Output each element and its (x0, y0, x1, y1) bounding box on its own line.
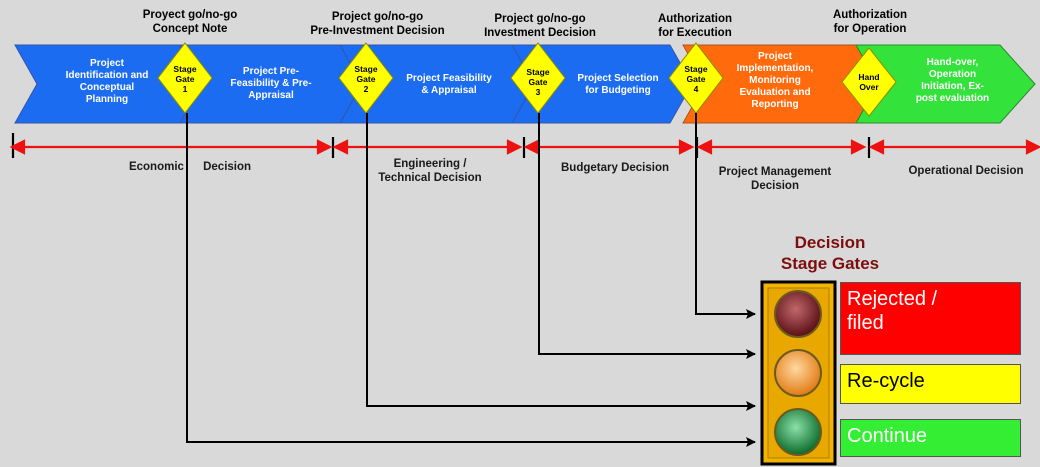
header-pre-investment: Project go/no-go Pre-Investment Decision (310, 11, 445, 37)
connector-gate-1 (186, 113, 756, 447)
green-light (774, 408, 822, 456)
phase-label-6: Hand-over, Operation Initiation, Ex- pos… (915, 57, 990, 104)
phase-label-5: Project Implementation, Monitoring Evalu… (736, 51, 814, 110)
phase-label-4: Project Selection for Budgeting (577, 73, 659, 96)
gate-connectors (186, 113, 756, 447)
decision-engineering: Engineering / Technical Decision (378, 158, 482, 184)
connector-gate-2 (366, 113, 756, 411)
stage-gate-1-diamond (157, 42, 213, 114)
stage-gate-4-label: Stage Gate 4 (684, 64, 708, 94)
legend-title: Decision Stage Gates (780, 233, 880, 273)
header-authorization-execution: Authorization for Execution (657, 13, 733, 39)
header-investment: Project go/no-go Investment Decision (484, 13, 596, 39)
red-light (774, 290, 822, 338)
decision-budgetary: Budgetary Decision (561, 162, 669, 174)
header-authorization-operation: Authorization for Operation (832, 9, 908, 35)
decision-economic: Economic Decision (128, 161, 252, 173)
header-concept-note: Proyect go/no-go Concept Note (142, 9, 238, 35)
connector-gate-3 (538, 113, 756, 359)
amber-light (774, 349, 822, 397)
traffic-light (760, 280, 837, 466)
outcome-continue: Continue (840, 419, 1021, 457)
stage-gate-2-label: Stage Gate 2 (354, 64, 378, 94)
connector-gate-4 (695, 113, 756, 319)
stage-gate-1-label: Stage Gate 1 (173, 64, 197, 94)
decision-operational: Operational Decision (908, 165, 1024, 177)
phase-label-1: Project Identification and Conceptual Pl… (65, 58, 149, 105)
phase-label-3: Project Feasibility & Appraisal (406, 73, 492, 96)
outcome-recycle: Re-cycle (840, 364, 1021, 404)
decision-span-arrows (9, 133, 1040, 158)
hand-over-diamond (841, 47, 897, 117)
decision-project-management: Project Management Decision (718, 166, 832, 192)
phase-label-2: Project Pre- Feasibility & Pre- Appraisa… (230, 66, 312, 101)
stage-gate-3-label: Stage Gate 3 (526, 67, 550, 97)
hand-over-label: Hand Over (858, 72, 880, 92)
outcome-rejected: Rejected / filed (840, 282, 1021, 355)
